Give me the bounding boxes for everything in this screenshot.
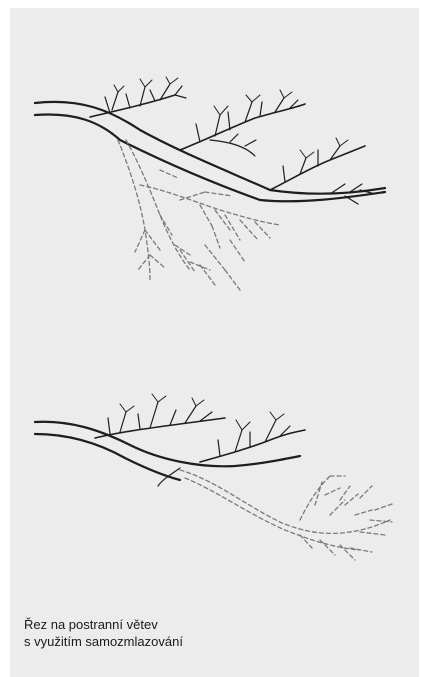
caption: Řez na postranní větev s využitím samozm… [24,616,183,650]
top-branch [35,77,385,290]
caption-line-2: s využitím samozmlazování [24,633,183,650]
caption-line-1: Řez na postranní větev [24,616,183,633]
bottom-branch [35,394,392,560]
